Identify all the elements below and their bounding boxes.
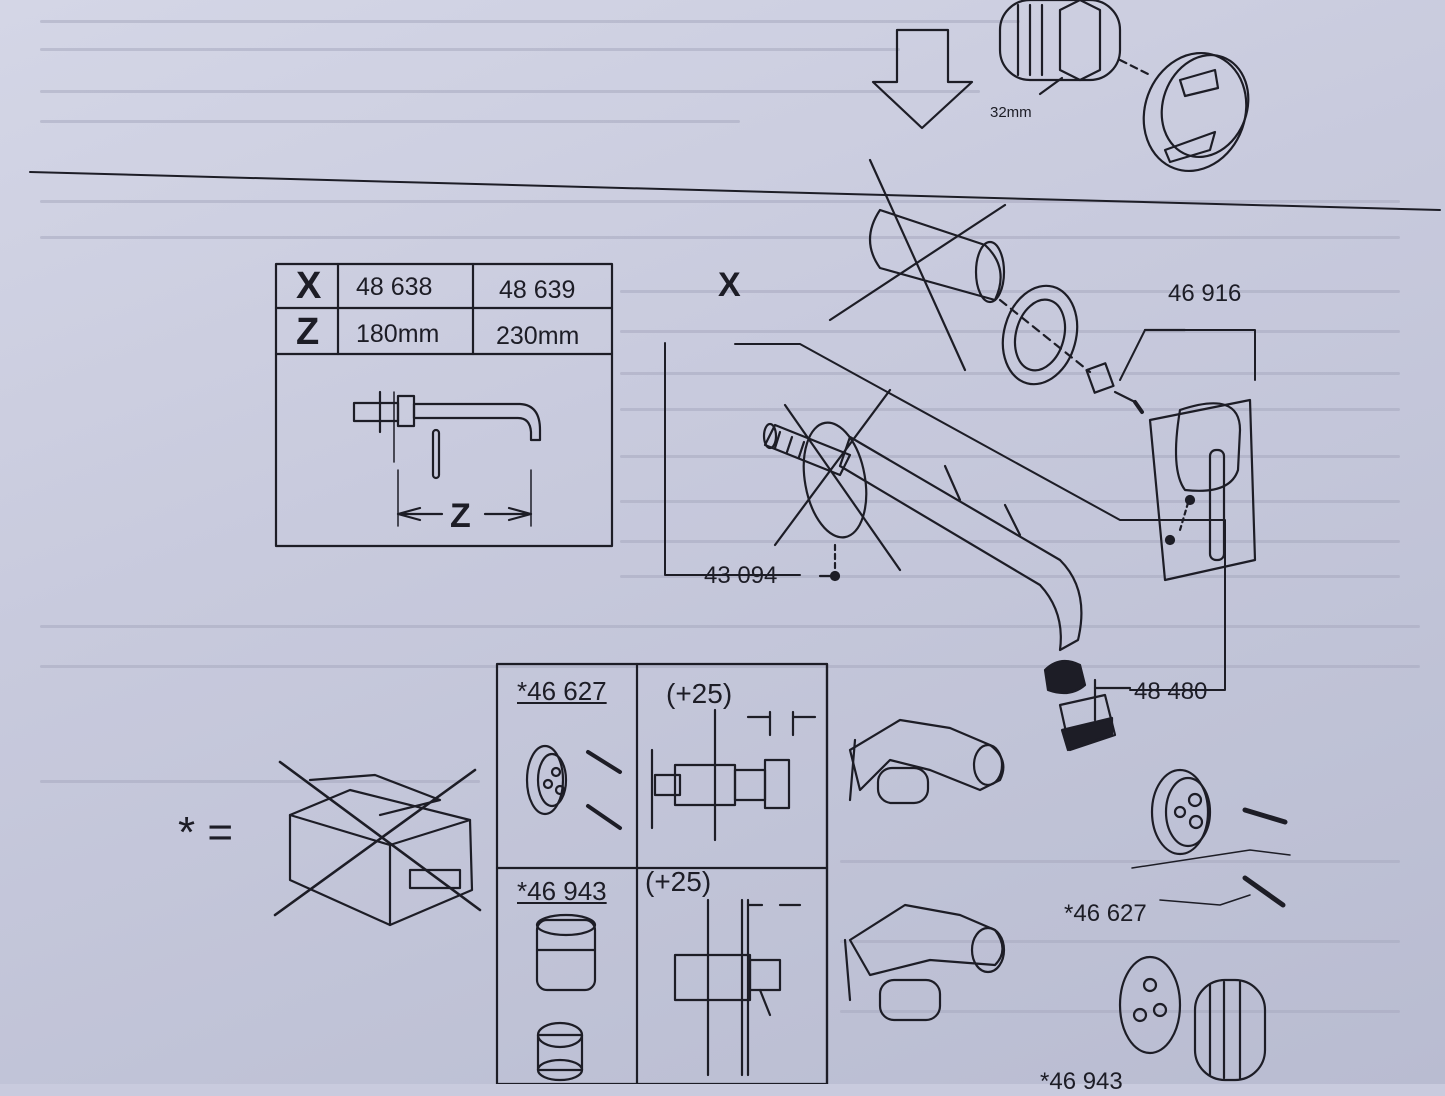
accessory-46943-label: *46 943 (517, 876, 607, 906)
background-text-line (620, 540, 1400, 543)
accessory-table-frame (495, 662, 1006, 1084)
asterisk-equals-label: * = (178, 808, 234, 857)
top-cartridge-drawing (998, 0, 1250, 173)
background-text-line (40, 665, 1420, 668)
spare-escutcheon-drawing (1131, 768, 1291, 908)
crossed-box-icon (273, 760, 482, 927)
part-46627-label: *46 627 (1064, 900, 1147, 927)
part-46916-label: 46 916 (1168, 280, 1242, 307)
background-text-line (40, 20, 1020, 23)
background-text-line (840, 860, 1400, 863)
background-text-line (40, 48, 900, 51)
down-arrow-icon (871, 28, 974, 130)
background-text-line (40, 780, 480, 783)
background-text-line (40, 200, 1400, 203)
sleeve-drawing (869, 208, 1144, 414)
background-text-line (620, 575, 1400, 578)
background-text-line (40, 625, 1420, 628)
section-divider (29, 171, 1441, 211)
accessory-46627-label: *46 627 (517, 676, 607, 706)
spec-table-frame (274, 262, 614, 548)
part-43094-label: 43 094 (704, 562, 778, 589)
cross-out-line (828, 203, 1007, 322)
cross-out-line (783, 403, 902, 572)
background-text-line (620, 290, 1400, 293)
background-text-line (620, 330, 1400, 333)
spec-z-value-2: 230mm (496, 322, 580, 350)
background-text-line (620, 500, 1400, 503)
dimension-32mm: 32mm (990, 104, 1032, 121)
dimension-z-label: Z (450, 497, 471, 535)
spec-z-symbol: Z (296, 311, 320, 353)
aerator-drawing (1043, 659, 1117, 752)
spec-x-value-1: 48 638 (356, 273, 433, 301)
bottom-cut-label: *46 943 (1040, 1068, 1123, 1095)
background-text-line (40, 120, 740, 123)
background-text-line (620, 372, 1400, 375)
cross-out-line (773, 388, 892, 547)
spare-cartridge-drawing (1118, 955, 1267, 1082)
exploded-x-marker: X (718, 266, 741, 304)
callout-bracket-43094 (664, 342, 801, 576)
callout-bracket-x (734, 343, 1226, 691)
cross-out-line (868, 158, 967, 372)
background-text-line (40, 236, 1400, 239)
spout-drawing (762, 421, 1083, 652)
accessory-offset-1: (+25) (666, 678, 733, 709)
spec-x-symbol: X (296, 265, 322, 307)
background-text-line (620, 455, 1400, 458)
mixer-handle-drawing (1119, 328, 1257, 582)
part-48480-label: 48 480 (1134, 678, 1208, 705)
background-text-line (840, 940, 1400, 943)
background-text-line (620, 408, 1400, 411)
spec-z-value-1: 180mm (356, 320, 440, 348)
background-text-line (40, 90, 980, 93)
accessory-offset-2: (+25) (645, 866, 712, 897)
spec-x-value-2: 48 639 (499, 276, 576, 304)
